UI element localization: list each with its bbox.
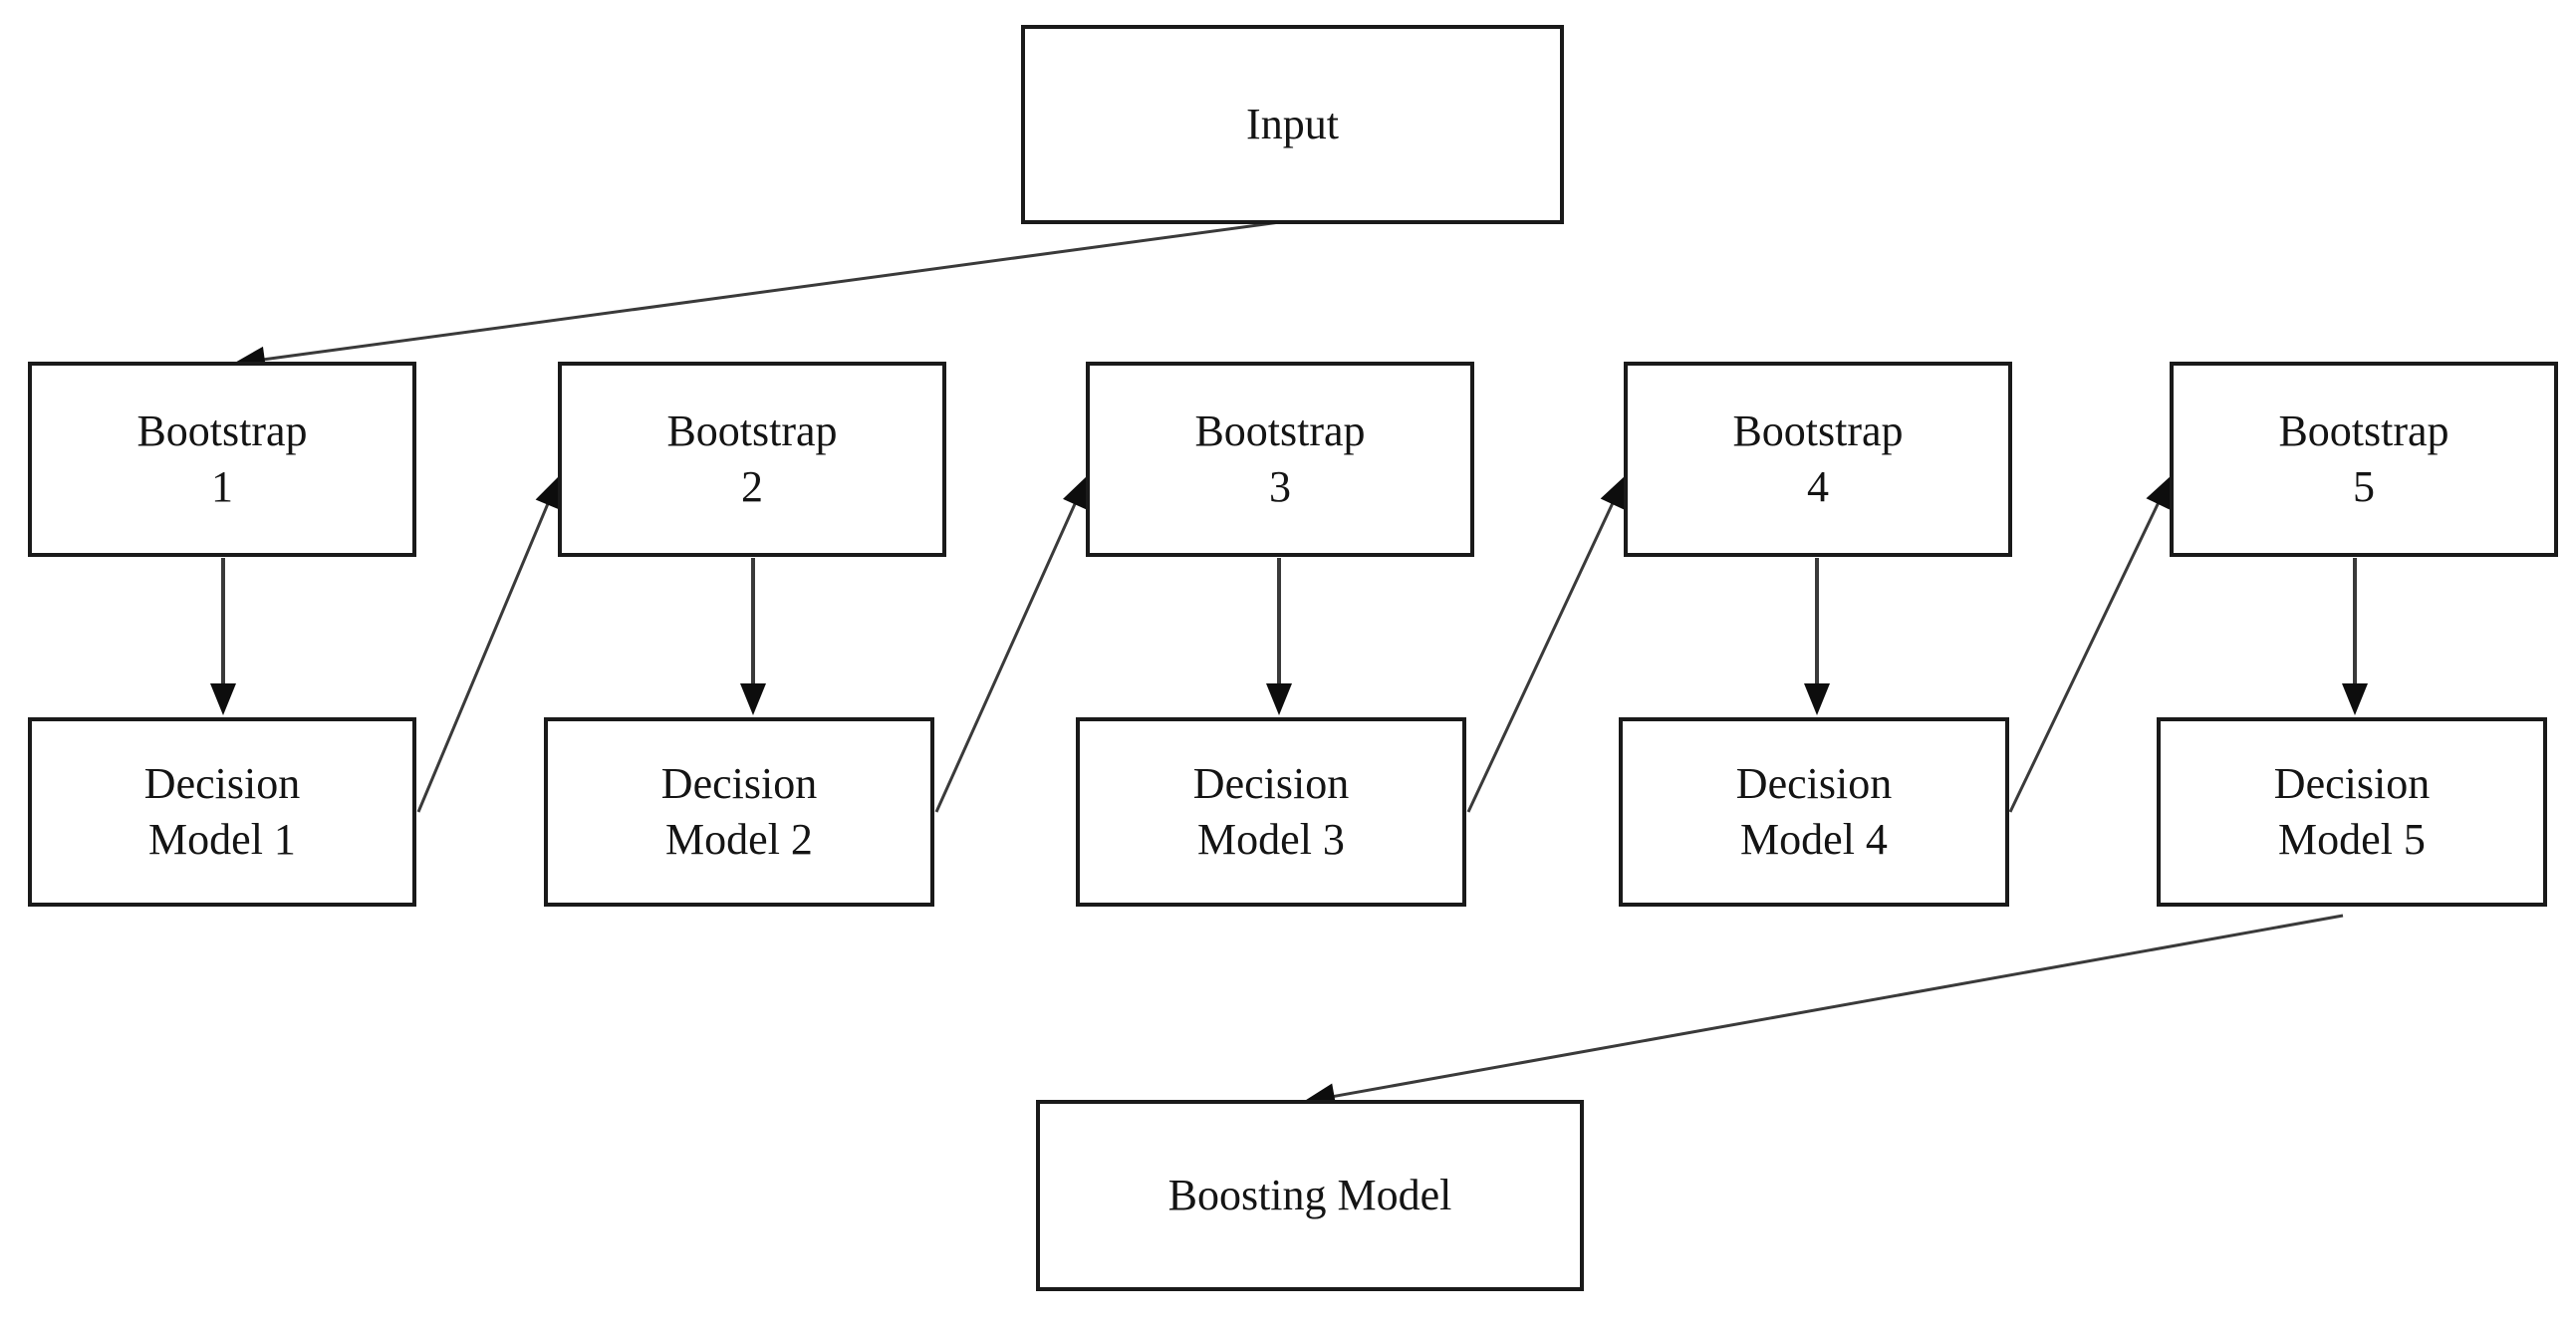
node-label-boosting: Boosting Model xyxy=(1167,1170,1452,1219)
edge-line-dm3-to-boot4 xyxy=(1466,497,1617,813)
node-label-dm1: Decision Model 1 xyxy=(143,758,301,864)
edge-boot4-to-dm4 xyxy=(1804,558,1830,715)
node-dm3: Decision Model 3 xyxy=(1076,717,1466,907)
edge-line-dm4-to-boot5 xyxy=(2008,497,2163,813)
edge-dm2-to-boot3 xyxy=(934,475,1088,813)
node-boot1: Bootstrap 1 xyxy=(28,362,416,557)
edge-boot2-to-dm2 xyxy=(740,558,766,715)
edge-boot1-to-dm1 xyxy=(210,558,236,715)
node-label-input: Input xyxy=(1246,99,1339,148)
edge-line-dm1-to-boot2 xyxy=(416,498,552,813)
node-label-boot5: Bootstrap 5 xyxy=(2278,405,2449,511)
edge-line-dm2-to-boot3 xyxy=(934,498,1079,813)
node-dm5: Decision Model 5 xyxy=(2157,717,2547,907)
node-label-boot3: Bootstrap 3 xyxy=(1194,405,1366,511)
edge-dm3-to-boot4 xyxy=(1466,475,1626,813)
node-label-boot2: Bootstrap 2 xyxy=(666,405,838,511)
node-label-dm2: Decision Model 2 xyxy=(660,758,818,864)
arrow-head-icon-boot4-to-dm4 xyxy=(1804,683,1830,715)
edge-boot3-to-dm3 xyxy=(1266,558,1292,715)
node-label-dm3: Decision Model 3 xyxy=(1192,758,1350,864)
edge-dm5-to-boosting xyxy=(1303,914,2344,1110)
arrow-head-icon-dm4-to-boot5 xyxy=(2146,475,2172,510)
node-label-dm5: Decision Model 5 xyxy=(2273,758,2431,864)
arrow-head-icon-dm2-to-boot3 xyxy=(1063,475,1088,510)
node-dm4: Decision Model 4 xyxy=(1619,717,2009,907)
edge-boot5-to-dm5 xyxy=(2342,558,2368,715)
node-boot5: Bootstrap 5 xyxy=(2170,362,2558,557)
node-boosting: Boosting Model xyxy=(1036,1100,1584,1291)
arrow-head-icon-dm1-to-boot2 xyxy=(535,475,560,510)
edge-line-dm5-to-boosting xyxy=(1328,914,2344,1099)
arrow-head-icon-boot2-to-dm2 xyxy=(740,683,766,715)
node-label-boot4: Bootstrap 4 xyxy=(1732,405,1904,511)
node-boot2: Bootstrap 2 xyxy=(558,362,946,557)
node-dm1: Decision Model 1 xyxy=(28,717,416,907)
arrow-head-icon-dm3-to-boot4 xyxy=(1600,475,1626,510)
edge-dm1-to-boot2 xyxy=(416,475,560,813)
node-label-boot1: Bootstrap 1 xyxy=(136,405,308,511)
arrow-head-icon-boot5-to-dm5 xyxy=(2342,683,2368,715)
edge-dm4-to-boot5 xyxy=(2008,475,2172,813)
edge-input-to-boot1 xyxy=(233,219,1288,373)
node-dm2: Decision Model 2 xyxy=(544,717,934,907)
edge-line-input-to-boot1 xyxy=(258,219,1288,363)
node-label-dm4: Decision Model 4 xyxy=(1735,758,1893,864)
node-boot3: Bootstrap 3 xyxy=(1086,362,1474,557)
node-input: Input xyxy=(1021,25,1564,224)
arrow-head-icon-boot1-to-dm1 xyxy=(210,683,236,715)
arrow-head-icon-boot3-to-dm3 xyxy=(1266,683,1292,715)
node-boot4: Bootstrap 4 xyxy=(1624,362,2012,557)
